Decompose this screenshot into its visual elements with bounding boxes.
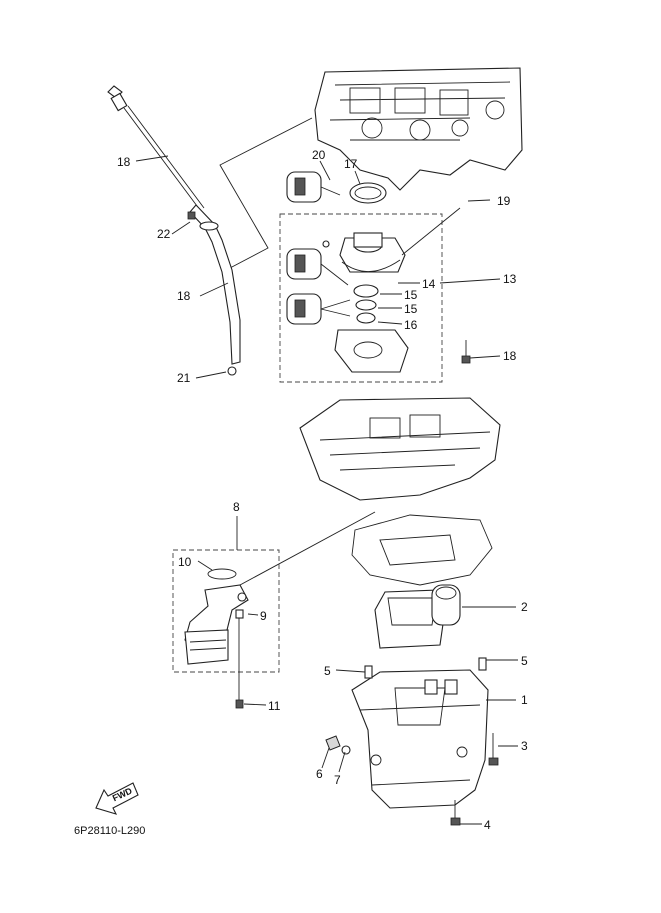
icon-boxes: [286, 171, 351, 325]
forward-direction-arrow: FWD: [95, 782, 139, 815]
group-8-reference-line: [239, 511, 376, 586]
callout-21: 21: [177, 371, 191, 385]
oil-pan: [351, 669, 489, 809]
callout-15-a: 15: [404, 302, 418, 316]
group-8-outline: [172, 549, 280, 673]
gasket: [351, 514, 493, 586]
callout-6: 6: [316, 767, 323, 781]
callout-17: 18: [503, 349, 517, 363]
callout-1: 1: [521, 693, 528, 707]
upper-casing: [299, 397, 501, 501]
callout-15-b: 16: [404, 318, 418, 332]
callout-12: 13: [503, 272, 517, 286]
callout-5-left: 5: [324, 664, 331, 678]
bolt-17: [461, 340, 471, 364]
callout-16: 17: [344, 157, 358, 171]
callout-18-top: 20: [312, 148, 326, 162]
callout-20: 18: [177, 289, 191, 303]
callout-2: 2: [521, 600, 528, 614]
pan-fasteners: [325, 657, 499, 826]
callout-14: 15: [404, 288, 418, 302]
leader-lines: [135, 155, 518, 825]
callout-10: 10: [178, 555, 192, 569]
exhaust-guide: [374, 584, 461, 649]
bracket-assembly: [322, 182, 409, 373]
callout-5-right: 5: [521, 654, 528, 668]
callout-19: 18: [117, 155, 131, 169]
callout-4: 4: [484, 818, 491, 832]
group-12-outline: [279, 213, 443, 383]
callout-22: 22: [157, 227, 171, 241]
dipstick-assembly: [107, 85, 241, 376]
callout-9: 9: [260, 609, 267, 623]
diagram-code: 6P28110-L290: [74, 825, 145, 837]
callout-18-right: 19: [497, 194, 511, 208]
callout-8: 8: [233, 500, 240, 514]
callout-11: 11: [268, 699, 281, 713]
callout-7: 7: [334, 773, 341, 787]
engine-block: [314, 67, 523, 191]
callout-3: 3: [521, 739, 528, 753]
engine-reference-line: [219, 117, 313, 269]
callout-labels: 18 22 18 21 20 17 19 14 13 15 15 16 18 8…: [117, 148, 528, 832]
callout-13: 14: [422, 277, 436, 291]
oil-strainer: [184, 568, 249, 709]
